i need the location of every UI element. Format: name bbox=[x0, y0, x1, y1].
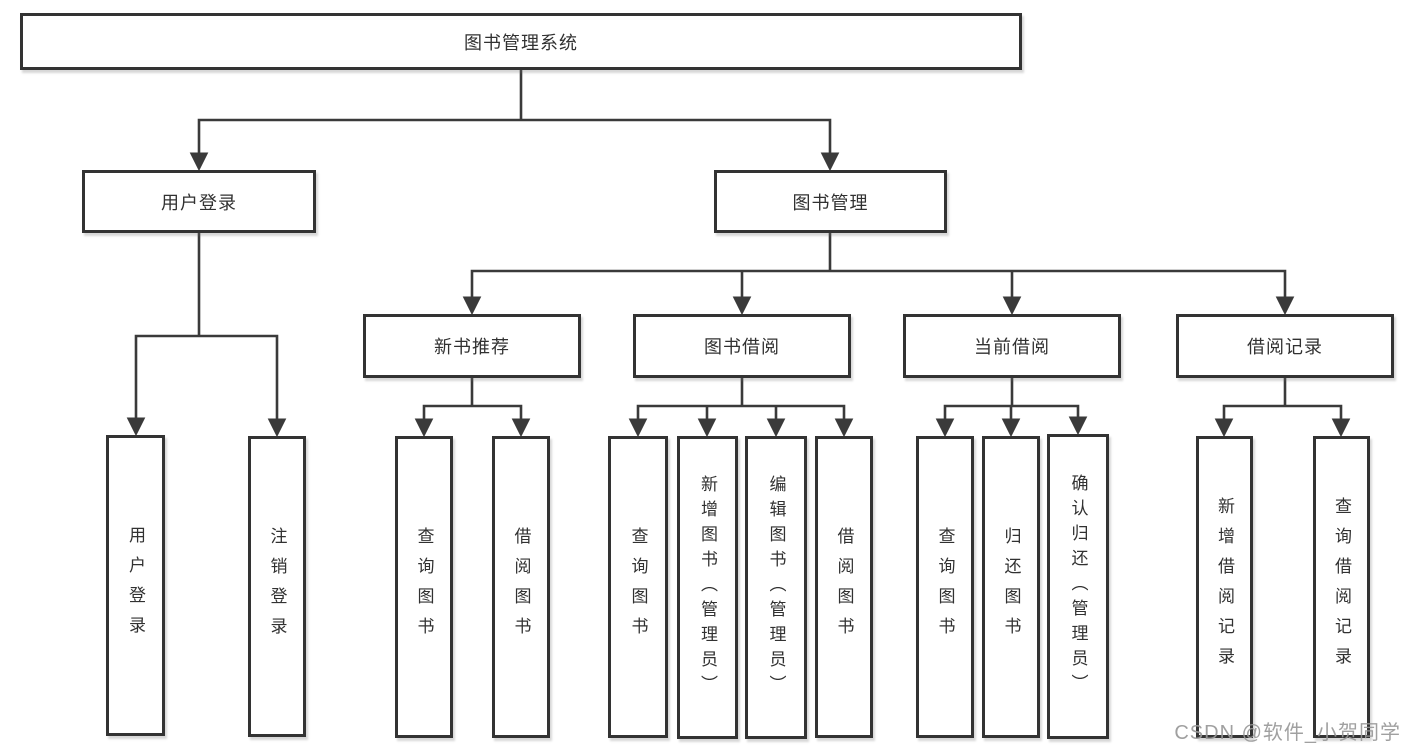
diagram-node-book-borrow: 图书借阅 bbox=[633, 314, 851, 378]
diagram-node-label: 图书管理 bbox=[792, 192, 869, 213]
connector-path bbox=[943, 376, 1080, 425]
arrowhead-down-icon bbox=[1068, 416, 1088, 436]
diagram-node-label: 借阅记录 bbox=[1247, 337, 1323, 357]
diagram-node-new-books: 新书推荐 bbox=[363, 314, 581, 378]
connector-path bbox=[422, 376, 523, 425]
diagram-node-bw-edit: 编辑图书（管理员） bbox=[745, 436, 807, 739]
arrowhead-down-icon bbox=[766, 418, 786, 438]
diagram-node-bw-add: 新增图书（管理员） bbox=[677, 436, 738, 739]
diagram-node-nb-query: 查询图书 bbox=[395, 436, 453, 738]
diagram-node-current-borrow: 当前借阅 bbox=[903, 314, 1121, 378]
arrowhead-down-icon bbox=[1001, 418, 1021, 438]
diagram-node-user-login: 用户登录 bbox=[82, 170, 316, 233]
diagram-node-label: 新书推荐 bbox=[434, 337, 510, 357]
diagram-node-label: 归还图书 bbox=[1001, 527, 1021, 647]
arrowhead-down-icon bbox=[834, 418, 854, 438]
diagram-node-label: 图书管理系统 bbox=[464, 32, 578, 53]
arrowhead-down-icon bbox=[1002, 296, 1022, 316]
watermark: CSDN @软件_小贺同学 bbox=[1174, 722, 1401, 744]
arrowhead-down-icon bbox=[935, 418, 955, 438]
arrowhead-down-icon bbox=[267, 418, 287, 438]
diagram-node-label: 用户登录 bbox=[126, 525, 145, 646]
diagram-node-borrow-records: 借阅记录 bbox=[1176, 314, 1394, 378]
diagram-node-label: 借阅图书 bbox=[834, 527, 854, 647]
diagram-node-cur-confirm: 确认归还（管理员） bbox=[1047, 434, 1109, 739]
diagram-node-bw-query: 查询图书 bbox=[608, 436, 668, 738]
diagram-node-login-user: 用户登录 bbox=[106, 435, 165, 736]
diagram-node-label: 当前借阅 bbox=[974, 337, 1050, 357]
arrowhead-down-icon bbox=[820, 152, 840, 172]
connector-path bbox=[1222, 376, 1343, 425]
diagram-node-rec-add: 新增借阅记录 bbox=[1196, 436, 1253, 738]
diagram-node-label: 借阅图书 bbox=[511, 527, 531, 647]
connector-path bbox=[636, 376, 846, 425]
arrowhead-down-icon bbox=[511, 418, 531, 438]
diagram-node-label: 新增图书（管理员） bbox=[698, 475, 717, 700]
diagram-node-label: 查询借阅记录 bbox=[1332, 497, 1351, 677]
diagram-node-label: 注销登录 bbox=[267, 526, 287, 647]
arrowhead-down-icon bbox=[628, 418, 648, 438]
diagram-node-login-logout: 注销登录 bbox=[248, 436, 306, 737]
arrowhead-down-icon bbox=[189, 152, 209, 172]
arrowhead-down-icon bbox=[1275, 296, 1295, 316]
connector-path bbox=[134, 231, 279, 425]
diagram-node-rec-query: 查询借阅记录 bbox=[1313, 436, 1370, 738]
diagram-node-cur-return: 归还图书 bbox=[982, 436, 1040, 738]
diagram-node-label: 编辑图书（管理员） bbox=[766, 475, 786, 700]
diagram-node-label: 查询图书 bbox=[414, 527, 434, 647]
arrowhead-down-icon bbox=[732, 296, 752, 316]
diagram-node-label: 确认归还（管理员） bbox=[1068, 474, 1088, 699]
arrowhead-down-icon bbox=[1214, 418, 1234, 438]
diagram-node-book-mgmt: 图书管理 bbox=[714, 170, 947, 233]
connector-path bbox=[197, 68, 832, 159]
diagram-node-cur-query: 查询图书 bbox=[916, 436, 974, 738]
arrowhead-down-icon bbox=[462, 296, 482, 316]
diagram-node-label: 用户登录 bbox=[161, 192, 237, 213]
diagram-node-label: 查询图书 bbox=[628, 527, 648, 647]
diagram-node-bw-borrow: 借阅图书 bbox=[815, 436, 873, 738]
diagram-node-root: 图书管理系统 bbox=[20, 13, 1022, 70]
arrowhead-down-icon bbox=[1331, 418, 1351, 438]
arrowhead-down-icon bbox=[126, 417, 146, 437]
arrowhead-down-icon bbox=[697, 418, 717, 438]
arrowhead-down-icon bbox=[414, 418, 434, 438]
diagram-node-label: 图书借阅 bbox=[704, 337, 780, 357]
diagram-node-nb-borrow: 借阅图书 bbox=[492, 436, 550, 738]
diagram-node-label: 新增借阅记录 bbox=[1215, 497, 1234, 677]
connector-path bbox=[470, 231, 1287, 303]
diagram-node-label: 查询图书 bbox=[935, 527, 955, 647]
